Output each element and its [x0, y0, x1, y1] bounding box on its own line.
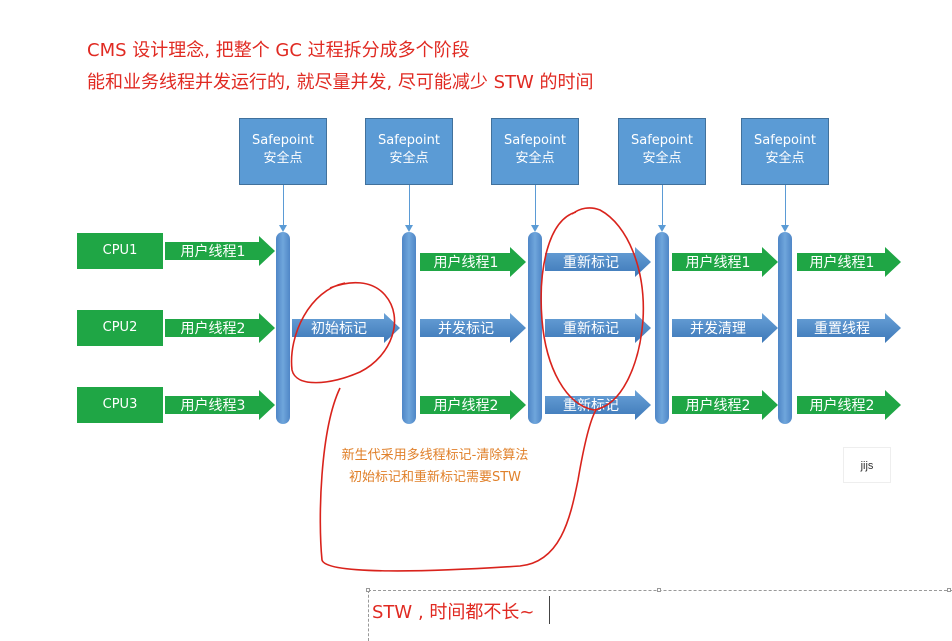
title-line-2: 能和业务线程并发运行的, 就尽量并发, 尽可能减少 STW 的时间 — [87, 72, 594, 93]
safepoint-box: Safepoint 安全点 — [239, 118, 327, 185]
safepoint-label: Safepoint — [252, 133, 314, 148]
safepoint-label: Safepoint — [754, 133, 816, 148]
cpu-box: CPU1 — [77, 233, 163, 269]
safepoint-pillar — [655, 232, 669, 424]
safepoint-pillar — [528, 232, 542, 424]
connector-arrowhead — [279, 225, 287, 232]
connector-line — [662, 185, 663, 227]
connector-arrowhead — [531, 225, 539, 232]
safepoint-sublabel: 安全点 — [263, 151, 303, 166]
safepoint-box: Safepoint 安全点 — [618, 118, 706, 185]
cpu-box: CPU3 — [77, 387, 163, 423]
safepoint-pillar — [276, 232, 290, 424]
text-caret — [549, 596, 550, 624]
safepoint-sublabel: 安全点 — [642, 151, 682, 166]
connector-arrowhead — [658, 225, 666, 232]
note-line-1: 新生代采用多线程标记-清除算法 — [341, 448, 529, 463]
note-line-2: 初始标记和重新标记需要STW — [348, 470, 522, 485]
safepoint-sublabel: 安全点 — [389, 151, 429, 166]
annotation-text[interactable]: STW , 时间都不长~ — [372, 602, 535, 623]
title-line-1: CMS 设计理念, 把整个 GC 过程拆分成多个阶段 — [87, 40, 470, 61]
connector-line — [409, 185, 410, 227]
resize-handle[interactable] — [657, 588, 661, 592]
safepoint-sublabel: 安全点 — [765, 151, 805, 166]
connector-line — [785, 185, 786, 227]
safepoint-box: Safepoint 安全点 — [365, 118, 453, 185]
safepoint-sublabel: 安全点 — [515, 151, 555, 166]
safepoint-pillar — [402, 232, 416, 424]
safepoint-box: Safepoint 安全点 — [491, 118, 579, 185]
safepoint-label: Safepoint — [378, 133, 440, 148]
safepoint-box: Safepoint 安全点 — [741, 118, 829, 185]
connector-arrowhead — [405, 225, 413, 232]
annotation-text-box[interactable] — [366, 588, 952, 641]
resize-handle[interactable] — [366, 588, 370, 592]
cpu-box: CPU2 — [77, 310, 163, 346]
connector-line — [535, 185, 536, 227]
safepoint-label: Safepoint — [504, 133, 566, 148]
watermark-label: jijs — [843, 447, 891, 483]
connector-line — [283, 185, 284, 227]
resize-handle[interactable] — [947, 588, 951, 592]
safepoint-label: Safepoint — [631, 133, 693, 148]
connector-arrowhead — [781, 225, 789, 232]
safepoint-pillar — [778, 232, 792, 424]
